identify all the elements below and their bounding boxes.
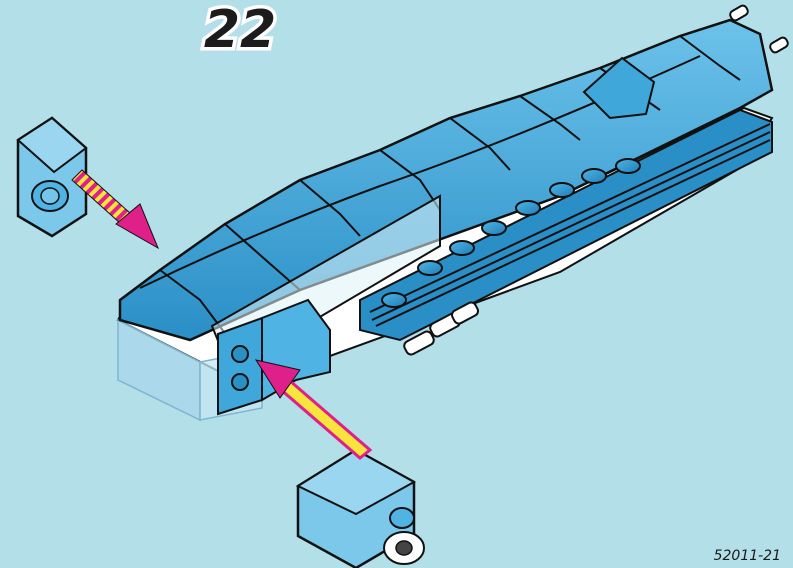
front-bracket [218,318,262,414]
new-part-bottom [298,450,424,568]
ship-model [118,4,789,420]
page-code: 52011-21 [714,548,781,564]
